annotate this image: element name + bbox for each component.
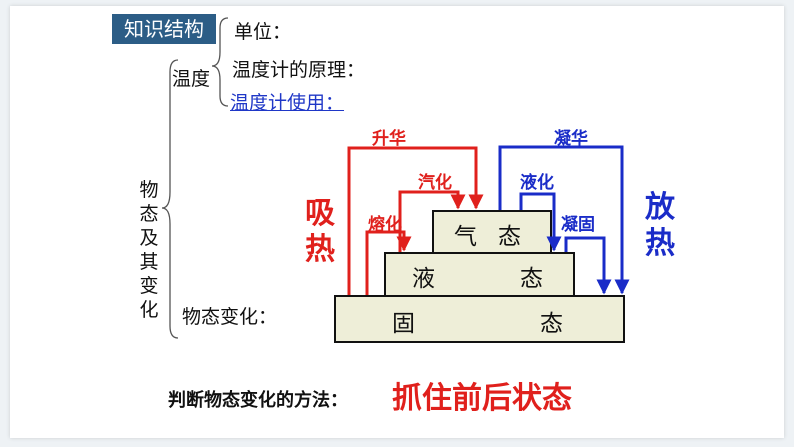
root-char: 变 — [139, 275, 159, 297]
gas-char-2: 态 — [498, 224, 521, 250]
liquid-char-1: 液 — [412, 266, 435, 292]
liquefaction-arrow — [519, 192, 562, 252]
root-label: 物 态 及 其 变 化 — [138, 178, 160, 322]
solid-char-1: 固 — [392, 311, 415, 337]
absorb-char: 热 — [305, 232, 335, 267]
root-char: 化 — [139, 299, 159, 321]
usage-link[interactable]: 温度计使用： — [230, 92, 345, 114]
melting-arrow — [365, 230, 412, 295]
root-char: 物 — [139, 179, 159, 201]
root-char: 及 — [139, 227, 159, 249]
vaporization-arrow — [398, 190, 466, 252]
summary-prefix: 判断物态变化的方法： — [168, 390, 348, 411]
liquid-char-2: 态 — [520, 266, 543, 292]
solidification-label: 凝固 — [561, 215, 595, 235]
temperature-brace — [211, 17, 229, 107]
sublimation-label: 升华 — [372, 129, 406, 149]
root-brace — [161, 59, 179, 339]
solid-char-2: 态 — [540, 311, 563, 337]
root-char: 态 — [139, 203, 159, 225]
knowledge-structure-badge: 知识结构 — [112, 14, 216, 44]
melting-label: 熔化 — [368, 215, 402, 235]
release-char: 放 — [645, 190, 675, 225]
absorb-heat-label: 吸 热 — [303, 196, 337, 268]
vaporization-label: 汽化 — [418, 173, 452, 193]
gas-block — [432, 210, 552, 254]
deposition-label: 凝华 — [554, 129, 588, 149]
liquid-block — [384, 252, 575, 297]
summary-key: 抓住前后状态 — [392, 381, 572, 416]
gas-char-1: 气 — [454, 224, 477, 250]
slide-card — [10, 6, 784, 438]
principle-label: 温度计的原理： — [232, 59, 366, 81]
unit-label: 单位： — [234, 21, 292, 43]
solidification-arrow — [564, 236, 612, 295]
sublimation-arrow — [347, 146, 484, 295]
liquefaction-label: 液化 — [520, 173, 554, 193]
deposition-arrow — [498, 145, 630, 295]
root-char: 其 — [139, 251, 159, 273]
absorb-char: 吸 — [305, 196, 335, 231]
change-label: 物态变化： — [182, 306, 278, 328]
release-char: 热 — [645, 226, 675, 261]
release-heat-label: 放 热 — [643, 190, 677, 262]
temperature-label: 温度 — [172, 68, 211, 90]
